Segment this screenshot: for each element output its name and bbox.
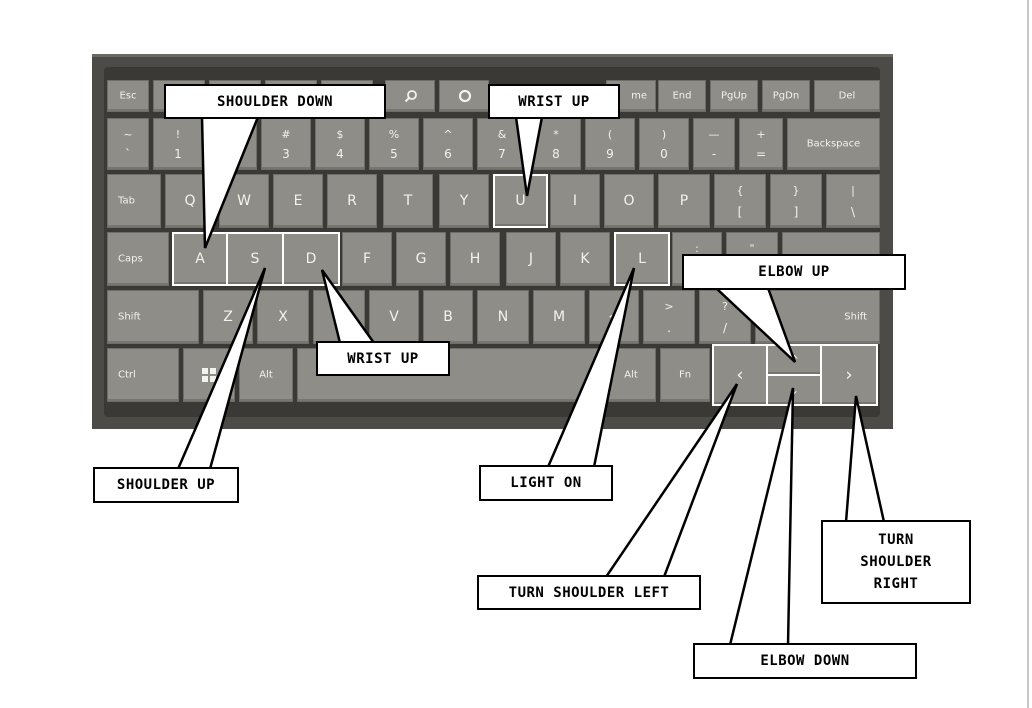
pointer-wrist-up-bottom <box>322 270 374 343</box>
label-elbow-up: ELBOW UP <box>682 254 906 290</box>
pointer-shoulder-down <box>202 117 258 248</box>
pointer-turn-shoulder-right <box>846 396 884 522</box>
pointer-elbow-down <box>730 388 793 645</box>
pointer-shoulder-up <box>178 268 265 469</box>
label-shoulder-up: SHOULDER UP <box>93 467 239 503</box>
pointer-wrist-up-top <box>516 117 542 196</box>
label-wrist-up-top: WRIST UP <box>488 84 620 119</box>
pointer-turn-shoulder-left <box>606 384 737 577</box>
label-elbow-down: ELBOW DOWN <box>693 643 917 679</box>
label-shoulder-down: SHOULDER DOWN <box>164 84 386 119</box>
pointer-light-on <box>548 268 634 467</box>
label-turn-shoulder-left: TURN SHOULDER LEFT <box>477 575 701 610</box>
label-light-on: LIGHT ON <box>479 465 613 501</box>
pointer-elbow-up <box>716 288 795 362</box>
label-wrist-up-bottom: WRIST UP <box>316 341 450 376</box>
label-turn-shoulder-right: TURN SHOULDER RIGHT <box>821 520 971 604</box>
